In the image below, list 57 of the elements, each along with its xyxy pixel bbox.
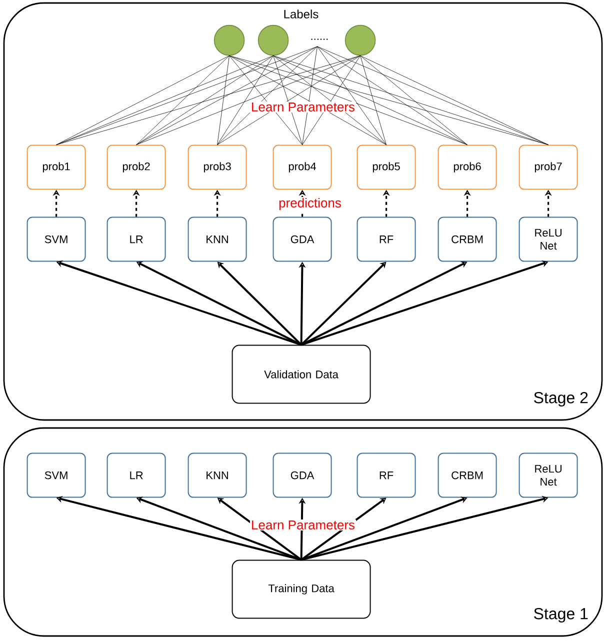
heading-text: Labels bbox=[282, 8, 320, 20]
connector-line bbox=[317, 46, 468, 145]
model-box: GDA bbox=[272, 216, 332, 262]
model-box: RF bbox=[356, 452, 416, 498]
connector-line bbox=[56, 46, 318, 145]
connector-line bbox=[136, 46, 318, 145]
connector-line bbox=[317, 46, 386, 145]
connector-line bbox=[217, 56, 360, 145]
model-box: RF bbox=[356, 216, 416, 262]
probability-box: prob5 bbox=[356, 144, 416, 190]
connector-line bbox=[302, 46, 318, 145]
model-box: ReLU Net bbox=[518, 452, 578, 498]
ellipsis-text: ...... bbox=[311, 38, 328, 40]
connector-line bbox=[229, 56, 468, 145]
model-box: KNN bbox=[188, 452, 247, 498]
connector-line bbox=[56, 56, 274, 145]
connector-line bbox=[317, 46, 548, 145]
model-box: KNN bbox=[188, 216, 247, 262]
probability-box: prob4 bbox=[272, 144, 332, 190]
annotation-text: predictions bbox=[278, 196, 342, 212]
connector-line bbox=[273, 56, 468, 145]
probability-box: prob6 bbox=[438, 144, 497, 190]
connector-line bbox=[360, 56, 548, 145]
model-box: SVM bbox=[26, 216, 86, 262]
connector-line bbox=[302, 56, 360, 145]
connector-line bbox=[217, 56, 274, 145]
model-box: SVM bbox=[26, 452, 86, 498]
connector-line bbox=[229, 56, 302, 145]
connector-line bbox=[136, 56, 230, 145]
connector-line bbox=[56, 56, 230, 145]
model-box: GDA bbox=[272, 452, 332, 498]
probability-box: prob7 bbox=[518, 144, 578, 190]
connector-line bbox=[360, 56, 468, 145]
model-box: ReLU Net bbox=[518, 216, 578, 262]
data-box: Training Data bbox=[232, 560, 371, 619]
connector-line bbox=[273, 56, 302, 145]
label-circle bbox=[214, 24, 245, 56]
probability-box: prob2 bbox=[106, 144, 166, 190]
connector-line bbox=[217, 56, 230, 145]
connector-line bbox=[229, 56, 386, 145]
annotation-text: Learn Parameters bbox=[250, 519, 356, 531]
model-box: CRBM bbox=[438, 216, 497, 262]
connector-line bbox=[273, 56, 386, 145]
data-box: Validation Data bbox=[232, 344, 371, 404]
connector-line bbox=[360, 56, 386, 145]
connector-line bbox=[56, 56, 360, 145]
probability-box: prob3 bbox=[188, 144, 247, 190]
connector-line bbox=[136, 56, 274, 145]
connector-line bbox=[136, 56, 360, 145]
connector-line bbox=[217, 46, 318, 145]
model-box: LR bbox=[106, 452, 166, 498]
probability-box: prob1 bbox=[26, 144, 86, 190]
label-circle bbox=[258, 24, 289, 56]
model-box: LR bbox=[106, 216, 166, 262]
model-box: CRBM bbox=[438, 452, 497, 498]
label-circle bbox=[344, 24, 376, 56]
annotation-text: Learn Parameters bbox=[250, 101, 356, 113]
